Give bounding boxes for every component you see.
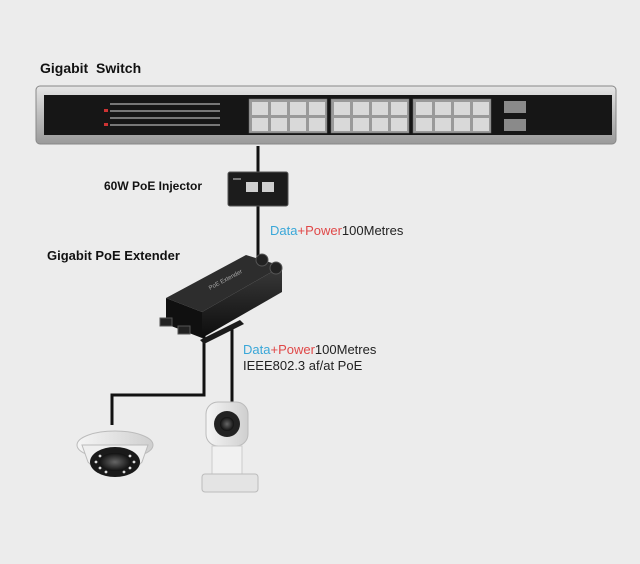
data-text: Data — [243, 342, 271, 357]
injector-label: 60W PoE Injector — [104, 179, 203, 193]
switch-sfp-ports — [504, 101, 526, 131]
power-text: Power — [305, 223, 342, 238]
poe-injector — [227, 171, 289, 207]
distance-text: 100Metres — [341, 223, 404, 238]
poe-extender: PoE Extender — [159, 253, 283, 344]
switch-label: Gigabit Switch — [40, 60, 142, 76]
data-text: Data — [270, 223, 298, 238]
link-caption-extender-cameras: Data+Power100Metres IEEE802.3 af/at PoE — [243, 342, 376, 374]
cable-extender-dome-camera — [110, 335, 206, 425]
gigabit-switch — [35, 85, 617, 145]
switch-leds — [104, 103, 220, 126]
extender-label: Gigabit PoE Extender — [47, 248, 180, 263]
switch-port-grid — [252, 102, 489, 131]
switch-front-panel — [44, 95, 612, 135]
power-text: Power — [278, 342, 315, 357]
plus-text: + — [297, 223, 306, 238]
standard-text: IEEE802.3 af/at PoE — [243, 358, 363, 373]
link-caption-injector-extender: Data+Power100Metres — [270, 223, 403, 238]
distance-text: 100Metres — [314, 342, 377, 357]
dome-camera — [76, 430, 154, 477]
cube-camera — [201, 401, 259, 493]
plus-text: + — [270, 342, 279, 357]
